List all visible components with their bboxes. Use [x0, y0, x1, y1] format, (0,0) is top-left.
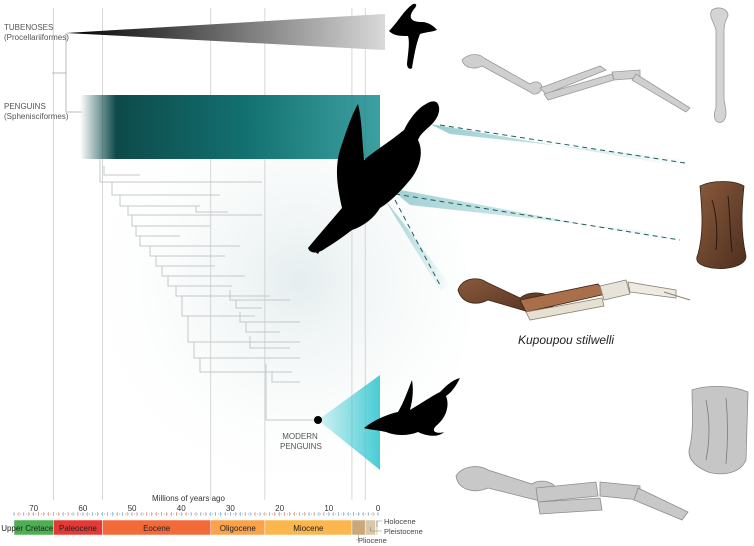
leg-bone-tubenose	[710, 7, 729, 123]
axis-tick-label: 10	[324, 504, 333, 513]
penguins-name: PENGUINS	[4, 102, 46, 111]
modern-penguins-line2: PENGUINS	[280, 442, 322, 451]
penguin-lineage-band	[80, 95, 380, 159]
modern-wing-bones	[455, 466, 689, 521]
tree-branch	[175, 286, 270, 297]
period-segment	[375, 519, 379, 536]
tree-branch	[187, 316, 300, 343]
period-label: Miocene	[293, 524, 324, 533]
tubenose-lineage-wedge	[66, 14, 385, 50]
modern-penguin-silhouette-icon	[364, 378, 460, 436]
penguin-phylogeny-tree	[99, 159, 318, 421]
period-segment	[351, 519, 366, 536]
pointer-line-bottom	[394, 199, 441, 286]
highlight-beam-top	[430, 124, 690, 168]
modern-penguins-label: MODERN PENGUINS	[280, 432, 322, 452]
tubenoses-order: (Procellariiformes)	[4, 33, 69, 42]
axis-tick-label: 50	[128, 504, 137, 513]
tree-branch	[149, 246, 225, 257]
modern-penguins-cone	[318, 375, 380, 470]
tree-branch	[131, 215, 210, 227]
pointer-line-middle	[394, 193, 681, 241]
tree-branch	[195, 206, 228, 213]
kupoupou-silhouette-icon	[308, 101, 440, 253]
period-label: Paleocene	[59, 524, 97, 533]
kupoupou-beak-icon	[310, 240, 326, 254]
epoch-label: Holocene	[384, 517, 416, 526]
tree-branch	[135, 226, 180, 237]
root-branch	[65, 33, 82, 113]
tree-branch	[155, 256, 215, 267]
tree-branch	[139, 236, 240, 247]
epoch-leader-line	[370, 527, 382, 532]
tubenose-silhouette-icon	[389, 3, 437, 69]
tree-branch	[265, 364, 318, 421]
axis-tick-label: 30	[226, 504, 235, 513]
axis-tick-label: 70	[29, 504, 38, 513]
fossil-tarsometatarsus	[696, 181, 747, 269]
tree-branch	[103, 166, 140, 176]
penguins-order: (Sphenisciformes)	[4, 112, 69, 121]
highlight-beam-bottom	[385, 200, 450, 290]
tree-branch	[161, 266, 245, 277]
tree-branch	[111, 182, 220, 196]
tree-branch	[235, 300, 262, 309]
highlight-beam-middle	[390, 188, 680, 242]
epoch-label: Pliocene	[358, 536, 387, 545]
epoch-label: Pleistocene	[384, 527, 423, 536]
tree-branch	[249, 336, 290, 349]
axis-tick-label: 20	[275, 504, 284, 513]
period-label: Eocene	[143, 524, 171, 533]
epoch-leader-line	[376, 520, 382, 527]
penguins-label: PENGUINS (Sphenisciformes)	[4, 102, 68, 122]
epoch-leader-line	[356, 535, 359, 541]
wing-bones-tubenose	[461, 54, 691, 113]
modern-tarsometatarsus	[688, 386, 749, 475]
tree-branch	[193, 342, 300, 359]
tree-branch	[229, 290, 290, 301]
tree-branch	[119, 195, 200, 207]
tree-branch	[127, 206, 262, 216]
modern-penguins-node	[314, 416, 322, 424]
axis-tick-label: 60	[78, 504, 87, 513]
time-axis-title: Millions of years ago	[152, 494, 225, 503]
tree-branch	[271, 372, 300, 383]
tubenoses-name: TUBENOSES	[4, 23, 54, 32]
fossil-wing-bones	[457, 278, 691, 321]
tree-branch	[239, 312, 300, 323]
pointer-line-top	[439, 124, 686, 164]
modern-penguins-line1: MODERN	[282, 432, 318, 441]
species-name-label: Kupoupou stilwelli	[518, 333, 615, 347]
period-label: Oligocene	[220, 524, 257, 533]
tree-branch	[199, 358, 292, 373]
tree-branch	[181, 296, 255, 317]
time-axis: 70 60 50 40 30 20 10 0	[13, 504, 381, 516]
tree-branch	[99, 159, 262, 183]
tubenoses-label: TUBENOSES (Procellariiformes)	[4, 23, 69, 43]
period-label: Upper Cretaceous	[1, 524, 66, 533]
tree-branch	[245, 322, 280, 333]
axis-tick-label: 40	[177, 504, 186, 513]
tree-branch	[167, 276, 232, 287]
axis-tick-label: 0	[376, 504, 381, 513]
